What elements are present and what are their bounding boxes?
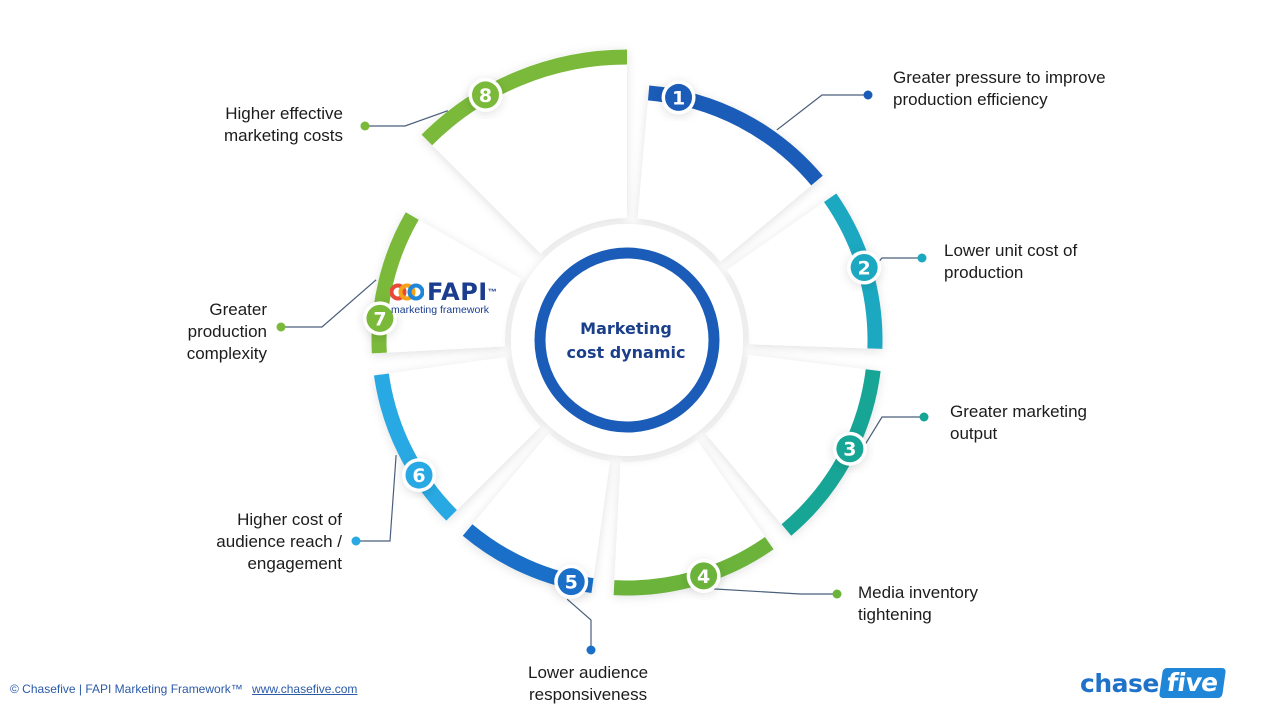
connector-dot-5 — [586, 645, 596, 655]
arc-8 — [421, 49, 628, 146]
connector-6 — [356, 455, 397, 542]
step-badge-fill-5 — [557, 568, 585, 596]
step-badge-6: 6 — [402, 458, 437, 493]
step-badge-fill-1 — [665, 83, 693, 111]
connector-dot-7 — [276, 322, 286, 332]
connector-7 — [281, 279, 377, 328]
step-label-6-line-3: engagement — [247, 554, 342, 573]
step-label-2-line-2: production — [944, 263, 1024, 282]
step-number-5: 5 — [565, 572, 578, 594]
brand-part2: five — [1158, 668, 1226, 698]
step-label-8: Higher effective marketing costs — [0, 103, 343, 147]
step-label-2-line-1: Lower unit cost of — [944, 241, 1078, 260]
footer-link[interactable]: www.chasefive.com — [252, 682, 358, 696]
arc-7 — [371, 212, 419, 354]
fapi-rings-icon — [390, 283, 424, 301]
fapi-subtitle: marketing framework — [391, 304, 490, 316]
step-badge-8: 8 — [468, 77, 503, 112]
step-label-4-line-1: Media inventory — [858, 583, 979, 602]
connector-1 — [776, 94, 868, 131]
step-number-2: 2 — [858, 257, 871, 279]
step-badge-fill-8 — [472, 81, 499, 109]
center-title-line1: Marketing — [580, 319, 672, 338]
step-label-5-line-1: Lower audience — [528, 663, 649, 682]
center-ring — [534, 247, 720, 433]
step-label-3: Greater marketing output — [950, 401, 1087, 445]
step-label-6-line-2: audience reach / — [216, 532, 342, 551]
step-number-8: 8 — [479, 85, 492, 107]
wedge-1 — [637, 85, 823, 262]
step-badge-fill-6 — [405, 461, 433, 489]
connector-dot-3 — [919, 412, 929, 422]
step-number-6: 6 — [412, 465, 425, 487]
connector-2 — [873, 257, 922, 268]
step-label-7: Greater production complexity — [0, 299, 267, 365]
wedge-3 — [705, 354, 881, 536]
step-label-7-line-2: production — [187, 322, 267, 341]
brand-part1: chase — [1080, 668, 1159, 698]
step-label-8-line-1: Higher effective — [225, 104, 343, 123]
fapi-trademark: ™ — [487, 287, 497, 297]
connector-5 — [566, 598, 592, 650]
step-badge-7: 7 — [362, 301, 397, 336]
step-label-4: Media inventory tightening — [858, 582, 978, 626]
step-badge-fill-2 — [850, 253, 878, 281]
step-label-4-line-2: tightening — [858, 605, 932, 624]
step-label-1-line-1: Greater pressure to improve — [893, 68, 1106, 87]
step-label-7-line-3: complexity — [186, 344, 267, 363]
step-label-8-line-2: marketing costs — [223, 126, 343, 145]
connector-8 — [365, 110, 449, 127]
arc-6 — [373, 373, 457, 521]
center-title-line2: cost dynamic — [566, 343, 686, 362]
connector-4 — [698, 587, 837, 595]
step-badge-3: 3 — [832, 431, 867, 466]
footer-text: © Chasefive | FAPI Marketing Framework™ — [10, 682, 243, 696]
wedge-7 — [372, 212, 522, 354]
step-badge-fill-3 — [836, 435, 864, 463]
connector-dot-2 — [917, 253, 927, 263]
footer: © Chasefive | FAPI Marketing Framework™ … — [10, 682, 357, 696]
step-label-7-line-1: Greater — [209, 300, 267, 319]
connector-dot-4 — [832, 589, 842, 599]
step-label-1-line-2: production efficiency — [893, 90, 1048, 109]
connector-dot-6 — [351, 536, 361, 546]
step-badge-1: 1 — [661, 80, 696, 115]
step-badge-4: 4 — [686, 558, 721, 593]
step-label-3-line-1: Greater marketing — [950, 402, 1087, 421]
step-label-1: Greater pressure to improve production ef… — [893, 67, 1106, 111]
step-label-3-line-2: output — [950, 424, 998, 443]
step-number-4: 4 — [697, 566, 710, 588]
step-label-5-line-2: responsiveness — [528, 685, 648, 704]
connector-dot-1 — [863, 90, 873, 100]
step-label-5: Lower audience responsiveness — [528, 662, 648, 706]
step-badge-5: 5 — [554, 564, 589, 599]
step-label-2: Lower unit cost of production — [944, 240, 1077, 284]
chasefive-logo: chase five — [1080, 668, 1226, 698]
step-number-3: 3 — [843, 439, 856, 461]
step-badge-fill-7 — [366, 304, 394, 332]
step-label-6: Higher cost of audience reach / engagement — [0, 509, 342, 575]
step-label-6-line-1: Higher cost of — [237, 510, 342, 529]
step-badge-fill-4 — [690, 562, 718, 590]
step-badge-2: 2 — [847, 250, 882, 285]
step-number-7: 7 — [373, 308, 386, 330]
connector-dot-8 — [360, 121, 370, 131]
center-title: Marketing cost dynamic — [548, 317, 704, 365]
fapi-wordmark: FAPI — [427, 278, 488, 306]
step-number-1: 1 — [672, 87, 685, 109]
